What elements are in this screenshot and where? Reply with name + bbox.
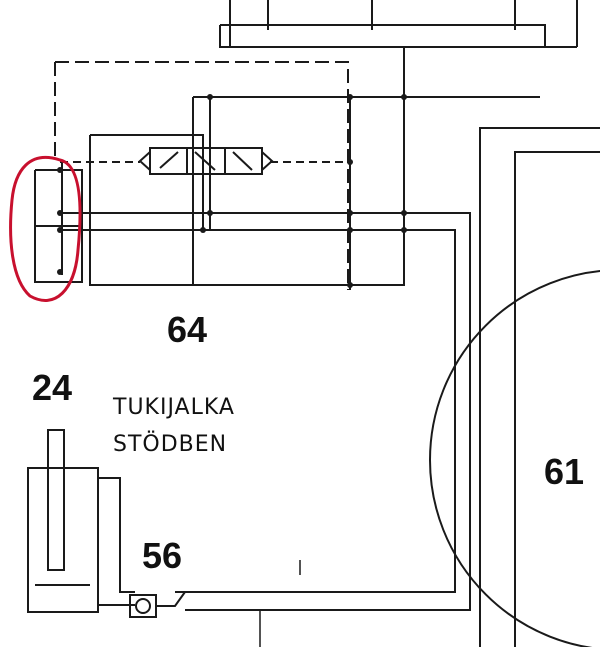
check-valve-symbol [129, 591, 186, 618]
valve-block-label: 64 [167, 309, 208, 350]
tank-circle [429, 270, 600, 647]
cylinder-label: 24 [32, 367, 73, 408]
cylinder-body [27, 429, 135, 613]
check-valve-label: 56 [142, 535, 183, 576]
directional-valve-symbol [138, 147, 274, 175]
highlight-annotation [9, 155, 82, 302]
junction-dots [57, 94, 407, 288]
tank-label: 61 [544, 451, 585, 492]
valve-block-frame [89, 134, 405, 286]
stabilizer-label-sv: STÖDBEN [113, 432, 228, 457]
stabilizer-label-fi: TUKIJALKA [113, 395, 235, 420]
top-frame [219, 0, 578, 48]
